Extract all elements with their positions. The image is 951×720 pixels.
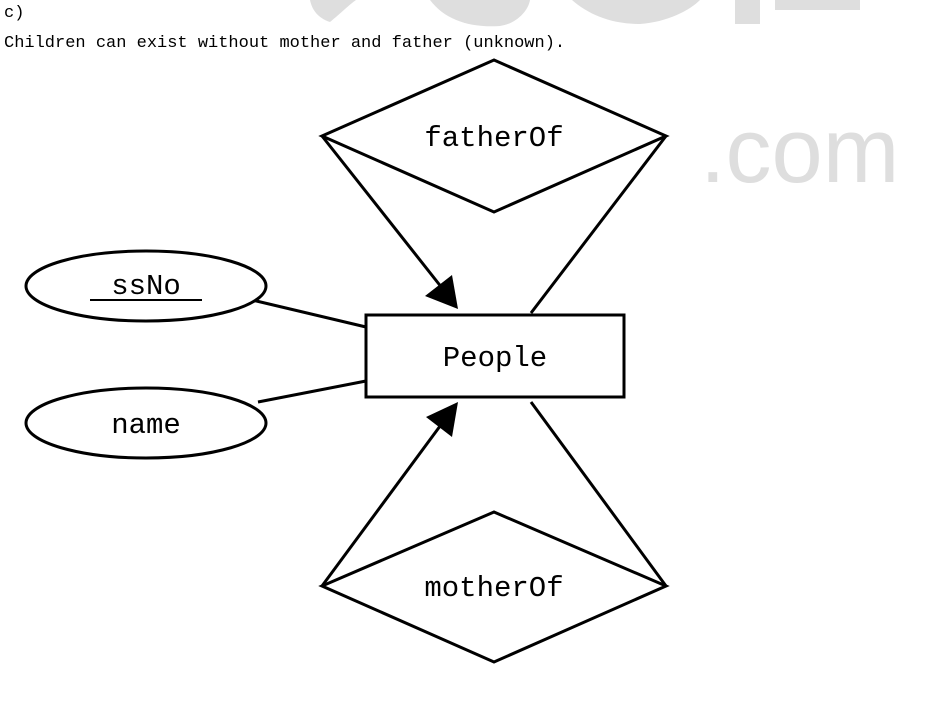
watermark-logo-shape bbox=[268, 0, 356, 22]
attribute-ssno: ssNo bbox=[24, 249, 268, 323]
attribute-label: ssNo bbox=[111, 270, 181, 303]
watermark-logo-shape bbox=[735, 0, 860, 24]
watermark-logo-shape bbox=[430, 0, 530, 27]
relationship-label: motherOf bbox=[424, 572, 563, 605]
edge-motherof-child-arrow bbox=[320, 417, 448, 587]
edge-name-people bbox=[257, 379, 367, 404]
attribute-ellipse bbox=[24, 386, 268, 460]
entity-people: People bbox=[364, 313, 626, 399]
edge-motherof-parent bbox=[529, 401, 668, 587]
attribute-ellipse bbox=[24, 249, 268, 323]
relationship-fatherof: fatherOf bbox=[318, 58, 670, 214]
answer-text: Children can exist without mother and fa… bbox=[4, 34, 566, 53]
entity-label: People bbox=[443, 342, 547, 375]
relationship-diamond bbox=[318, 58, 670, 214]
relationship-label: fatherOf bbox=[424, 122, 563, 155]
watermark-logo-shape bbox=[572, 0, 700, 24]
edge-ssno-people bbox=[251, 298, 367, 329]
attribute-label: name bbox=[111, 409, 181, 442]
watermark: .com bbox=[268, 0, 899, 202]
relationship-motherof: motherOf bbox=[318, 510, 670, 664]
relationship-diamond bbox=[318, 510, 670, 664]
attribute-name: name bbox=[24, 386, 268, 460]
answer-label: c) bbox=[4, 4, 25, 23]
arrowhead-fatherof bbox=[425, 275, 458, 309]
edge-fatherof-child-arrow bbox=[320, 135, 448, 294]
edge-fatherof-parent bbox=[529, 135, 668, 314]
watermark-text: .com bbox=[700, 100, 899, 202]
entity-box bbox=[364, 313, 626, 399]
arrowhead-motherof bbox=[426, 402, 458, 437]
